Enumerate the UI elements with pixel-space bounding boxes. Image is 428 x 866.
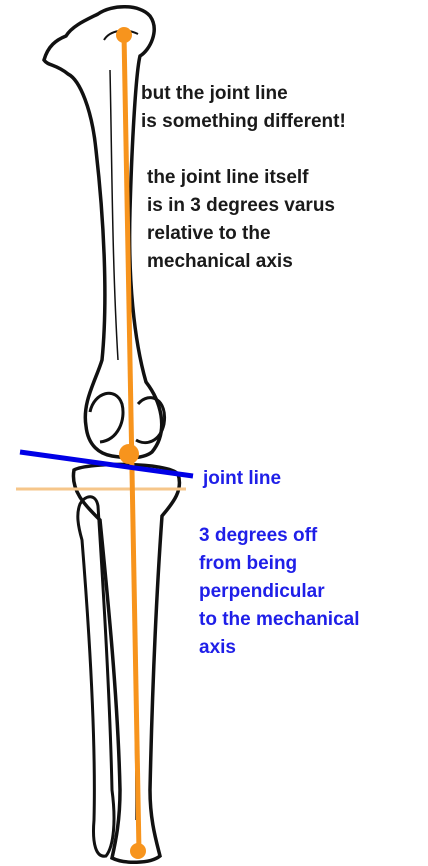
annotation-text-line: to the mechanical: [199, 606, 360, 634]
annotation-text-line: the joint line itself: [147, 164, 335, 192]
fibula-outline: [78, 497, 114, 856]
annotation-text-line: mechanical axis: [147, 248, 335, 276]
hip-center-marker: [116, 27, 132, 43]
ankle-center-marker: [130, 843, 146, 859]
femur-inner-cortex: [110, 70, 118, 360]
annotation-text-line: from being: [199, 550, 360, 578]
annotation-text-line: axis: [199, 634, 360, 662]
annotation-varus-note: the joint line itself is in 3 degrees va…: [147, 164, 335, 276]
femoral-condyles: [90, 393, 165, 442]
annotation-text-line: perpendicular: [199, 578, 360, 606]
annotation-text-line: but the joint line: [141, 80, 346, 108]
annotation-text-line: is something different!: [141, 108, 346, 136]
annotation-perpendicular-note: 3 degrees off from being perpendicular t…: [199, 522, 360, 662]
knee-center-marker: [119, 444, 139, 464]
joint-line-label: joint line: [203, 465, 281, 493]
annotation-text-line: joint line: [203, 465, 281, 493]
annotation-text-line: 3 degrees off: [199, 522, 360, 550]
annotation-top-note: but the joint line is something differen…: [141, 80, 346, 136]
femur-outline: [44, 7, 162, 458]
annotation-text-line: relative to the: [147, 220, 335, 248]
annotation-text-line: is in 3 degrees varus: [147, 192, 335, 220]
